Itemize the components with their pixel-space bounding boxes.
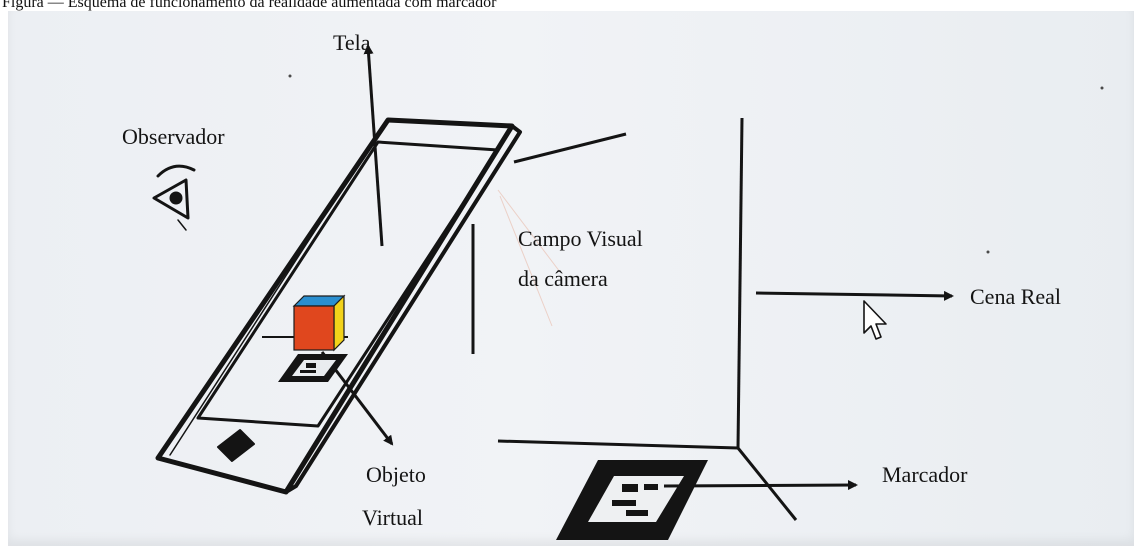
phone-bezel-line — [169, 129, 381, 456]
virtual-marker-on-screen — [278, 354, 348, 382]
label-tela: Tela — [333, 30, 371, 55]
eye-icon — [152, 164, 196, 231]
smartphone-tela — [155, 117, 522, 495]
monitor-screen-background — [8, 10, 1134, 546]
label-campo-visual-line1: Campo Visual — [518, 226, 643, 251]
speck — [986, 250, 990, 254]
phone-side-edge — [284, 124, 522, 494]
phone-home-button — [217, 429, 255, 462]
ar-marker-icon — [556, 460, 708, 540]
scene-vertical-axis — [736, 117, 744, 449]
scene-floor-line — [497, 439, 739, 450]
label-observador: Observador — [122, 124, 225, 149]
marcador-arrow — [663, 480, 858, 491]
speck — [1100, 86, 1104, 90]
speck — [288, 74, 292, 78]
phone-display — [196, 140, 500, 428]
mouse-cursor-icon — [863, 300, 887, 340]
label-objeto-virtual-line2: Virtual — [362, 505, 423, 530]
camera-fov-faint-lines — [497, 189, 561, 327]
label-objeto-virtual-line1: Objeto — [366, 462, 426, 487]
camera-fov-line-top — [513, 132, 627, 164]
label-campo-visual-line2: da câmera — [518, 266, 608, 291]
label-marcador: Marcador — [882, 462, 968, 487]
cube-icon — [292, 294, 346, 352]
figure-caption: Figura — Esquema de funcionamento da rea… — [0, 0, 1134, 11]
tela-axis-arrow — [363, 44, 384, 247]
cena-real-arrow — [755, 290, 954, 301]
label-cena-real: Cena Real — [970, 284, 1062, 309]
